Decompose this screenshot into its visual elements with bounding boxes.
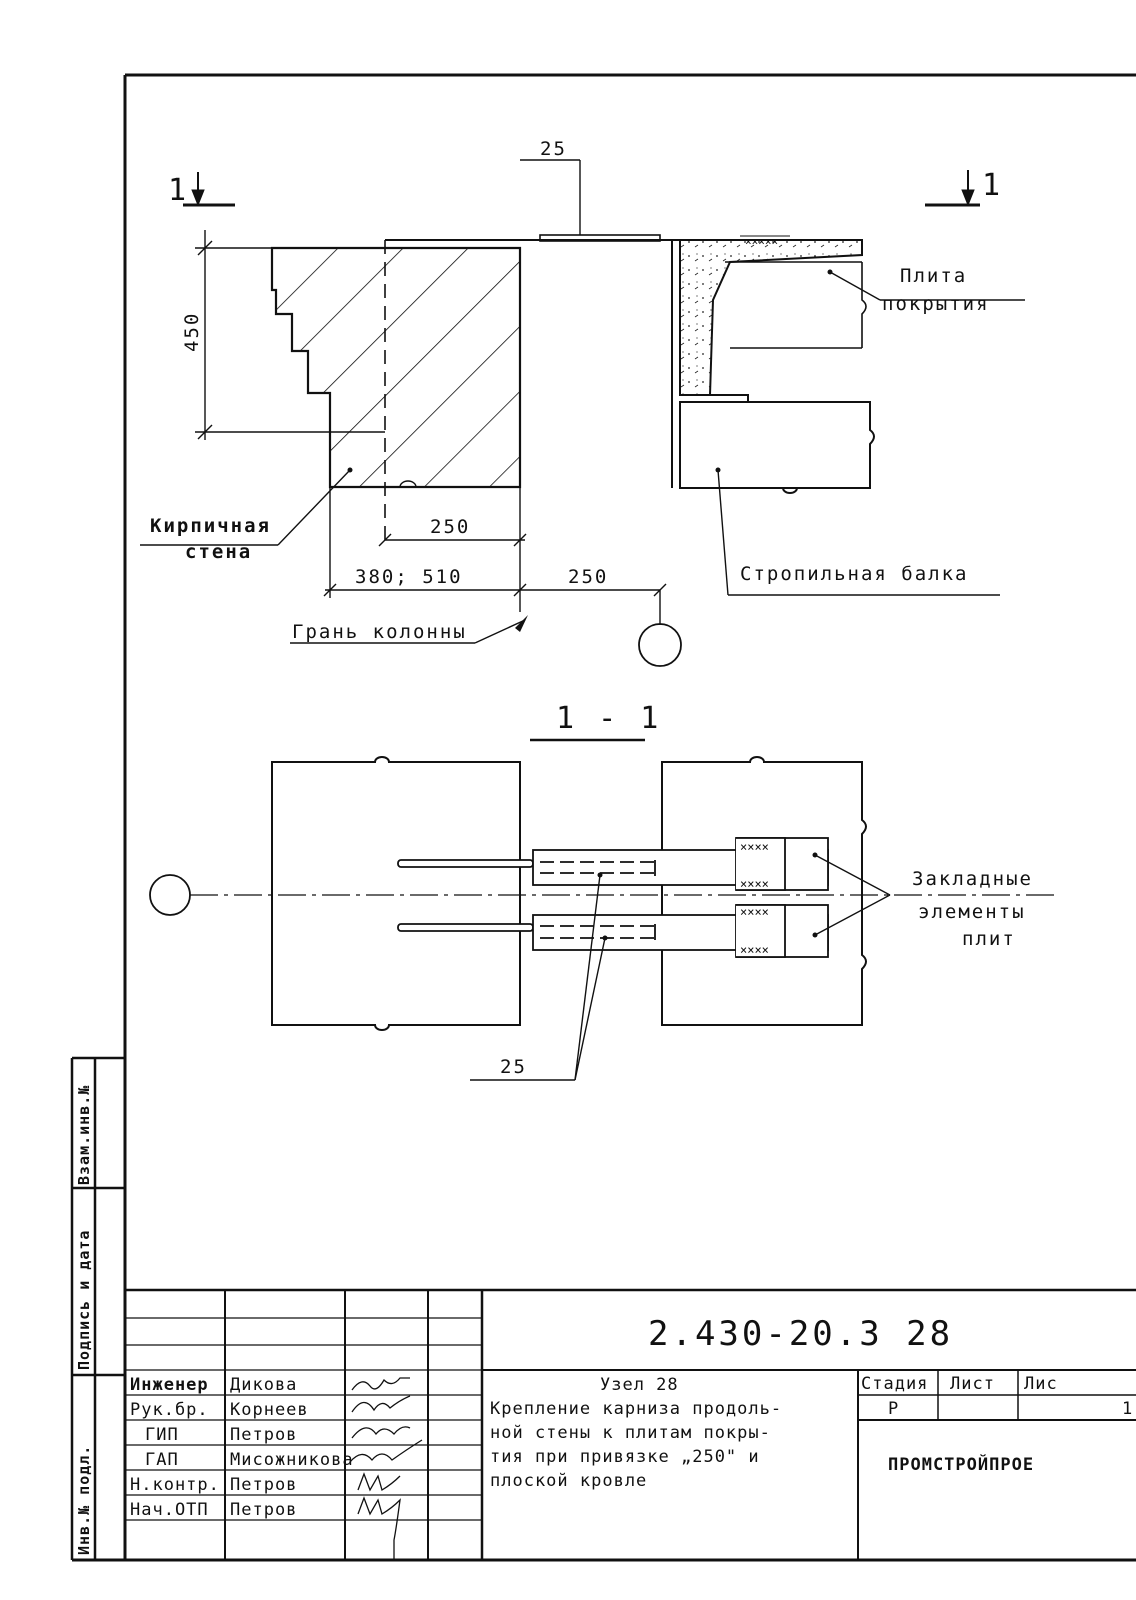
section-left-slab bbox=[271, 756, 521, 1031]
name-0: Дикова bbox=[230, 1375, 297, 1395]
section-title: 1 - 1 bbox=[556, 701, 661, 736]
leaders-lower bbox=[470, 854, 891, 1081]
node-title: Узел 28 bbox=[600, 1375, 679, 1395]
name-1: Корнеев bbox=[230, 1400, 309, 1420]
label-embedded-1: Закладные bbox=[912, 868, 1033, 890]
role-3: ГАП bbox=[145, 1450, 179, 1470]
section-mark-left: 1 bbox=[168, 172, 235, 208]
svg-text:××××: ×××× bbox=[740, 905, 769, 919]
dim-chain bbox=[323, 487, 667, 625]
sheets-value: 1 bbox=[1122, 1399, 1133, 1419]
section-right-slab bbox=[661, 756, 867, 1026]
doc-code: 2.430-20.3 28 bbox=[648, 1314, 953, 1354]
label-plate-1: Плита bbox=[900, 265, 967, 287]
dim-column-offset: 250 bbox=[568, 566, 608, 588]
title-block-grid bbox=[125, 1288, 1136, 1560]
axis-circle-top bbox=[638, 623, 682, 667]
role-1: Рук.бр. bbox=[130, 1400, 209, 1420]
side-replace-inv: Взам.инв.№ bbox=[75, 1085, 93, 1185]
side-sign-date: Подпись и дата bbox=[75, 1230, 93, 1370]
section-mark-right: 1 bbox=[925, 168, 1003, 207]
svg-text:××××: ×××× bbox=[740, 840, 769, 854]
description-2: тия при привязке „250" и bbox=[490, 1447, 760, 1467]
brick-wall bbox=[270, 240, 522, 545]
label-rafter-beam: Стропильная балка bbox=[740, 563, 968, 585]
role-5: Нач.ОТП bbox=[130, 1500, 209, 1520]
axis-circle-section bbox=[149, 874, 191, 916]
dim-weld-top: 25 bbox=[540, 138, 567, 160]
svg-text:××××: ×××× bbox=[740, 877, 769, 891]
dim-height-line bbox=[195, 230, 385, 440]
organization: ПРОМСТРОЙПРОЕ bbox=[888, 1453, 1034, 1475]
name-5: Петров bbox=[230, 1500, 297, 1520]
connection-strip-lower bbox=[397, 904, 829, 958]
roof-slab: ××××× bbox=[679, 235, 867, 403]
dim-wall-thickness: 380; 510 bbox=[355, 566, 463, 588]
role-0: Инженер bbox=[130, 1375, 209, 1395]
svg-text:×××××: ××××× bbox=[745, 235, 778, 248]
role-2: ГИП bbox=[145, 1425, 179, 1445]
label-column-face: Грань колонны bbox=[292, 621, 467, 643]
connection-strip-upper bbox=[397, 837, 829, 891]
svg-text:××××: ×××× bbox=[740, 943, 769, 957]
sheet-header: Лист bbox=[950, 1374, 995, 1394]
label-brick-wall-1: Кирпичная bbox=[150, 515, 271, 537]
label-embedded-2: элементы bbox=[918, 901, 1026, 923]
label-brick-wall-2: стена bbox=[185, 541, 252, 563]
section-mark-left-label: 1 bbox=[168, 173, 189, 208]
role-4: Н.контр. bbox=[130, 1475, 220, 1495]
sheets-header: Лис bbox=[1024, 1374, 1058, 1394]
dim-wall-offset: 250 bbox=[430, 516, 470, 538]
name-3: Мисожникова bbox=[230, 1450, 354, 1470]
sheet-frame bbox=[72, 73, 1136, 1562]
dim-height: 450 bbox=[181, 312, 203, 352]
label-embedded-3: плит bbox=[962, 928, 1016, 950]
stage-header: Стадия bbox=[861, 1374, 928, 1394]
name-4: Петров bbox=[230, 1475, 297, 1495]
top-weld-plate bbox=[385, 159, 860, 242]
side-inv-no: Инв.№ подл. bbox=[75, 1445, 93, 1555]
section-mark-right-label: 1 bbox=[982, 168, 1003, 203]
rafter-beam bbox=[671, 240, 875, 494]
label-plate-2: покрытия bbox=[882, 293, 990, 315]
description-0: Крепление карниза продоль- bbox=[490, 1399, 782, 1419]
leaders-upper bbox=[140, 271, 1025, 644]
side-stamp bbox=[70, 1056, 125, 1560]
stage-value: Р bbox=[888, 1399, 899, 1419]
description-3: плоской кровле bbox=[490, 1471, 647, 1491]
description-1: ной стены к плитам покры- bbox=[490, 1423, 771, 1443]
dim-weld-bottom: 25 bbox=[500, 1056, 527, 1078]
name-2: Петров bbox=[230, 1425, 297, 1445]
signatures bbox=[349, 1377, 423, 1560]
